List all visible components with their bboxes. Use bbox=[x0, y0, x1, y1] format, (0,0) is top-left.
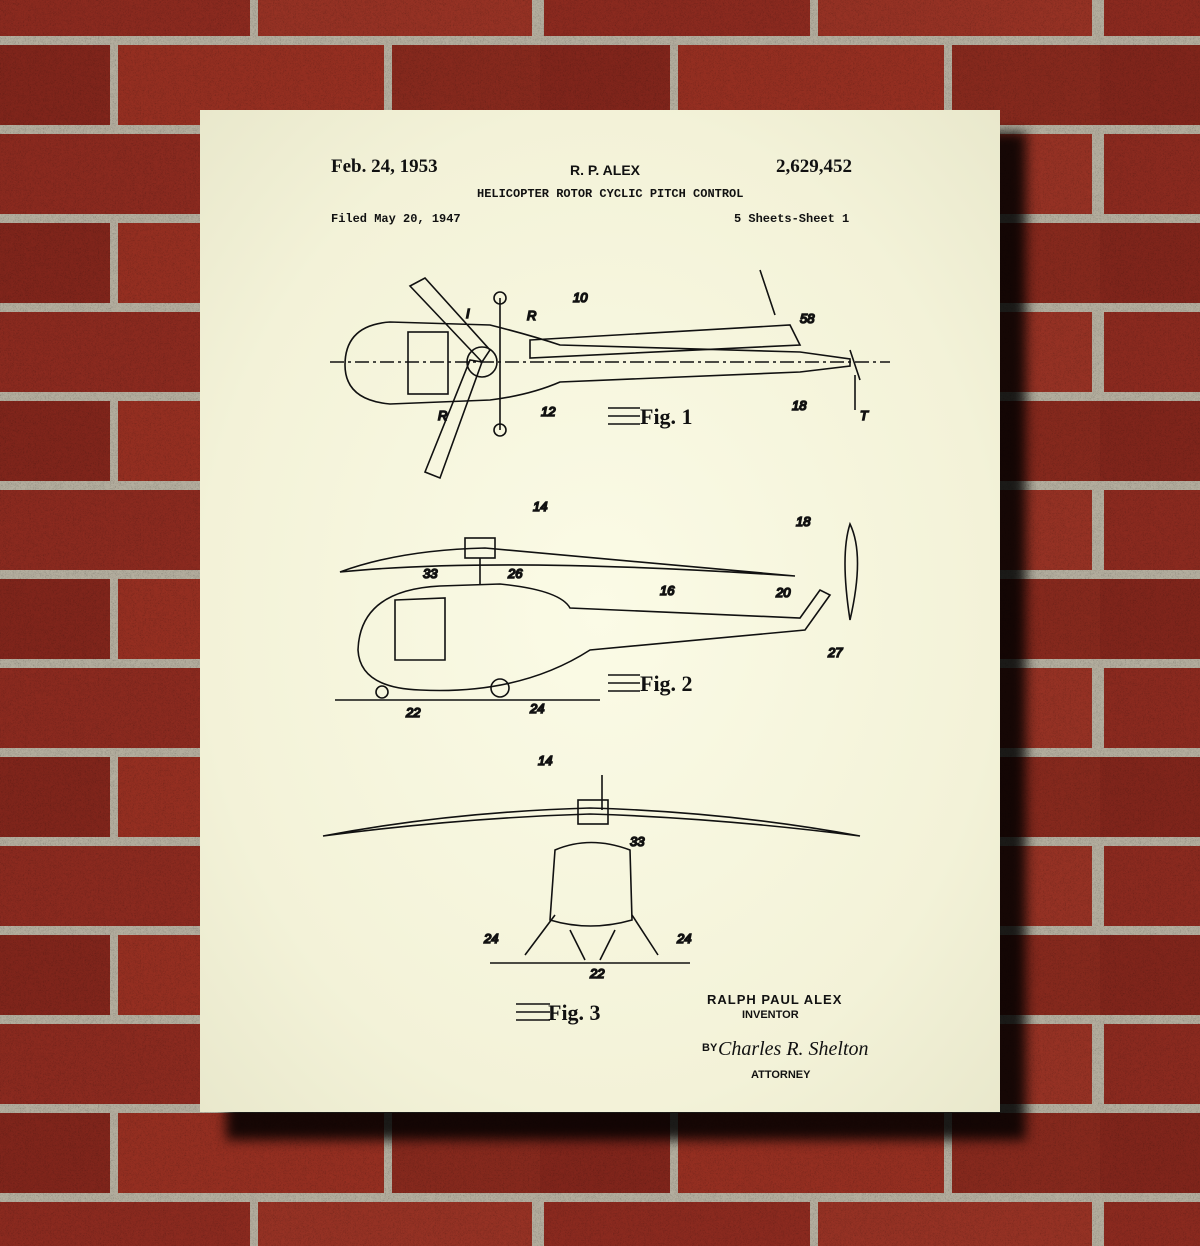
fig1-ref-r1: R bbox=[527, 308, 536, 323]
fig1-ref-18: 18 bbox=[792, 398, 807, 413]
fig1-label: Fig. 1 bbox=[640, 404, 693, 429]
fig2-ref-27: 27 bbox=[827, 645, 843, 660]
patent-poster: Feb. 24, 1953 R. P. ALEX 2,629,452 HELIC… bbox=[200, 110, 1000, 1112]
by-label: BY bbox=[702, 1042, 718, 1054]
attorney-role: ATTORNEY bbox=[751, 1069, 811, 1081]
fig3-ref-33: 33 bbox=[630, 834, 645, 849]
inventor-name: RALPH PAUL ALEX bbox=[707, 992, 843, 1007]
fig2-ref-22: 22 bbox=[405, 705, 421, 720]
inventor-role: INVENTOR bbox=[742, 1009, 799, 1021]
fig3-ref-14: 14 bbox=[538, 753, 552, 768]
fig2-label: Fig. 2 bbox=[640, 671, 693, 696]
fig2-ref-24: 24 bbox=[529, 701, 544, 716]
fig2-ref-33: 33 bbox=[423, 566, 438, 581]
fig1-ref-58: 58 bbox=[800, 311, 815, 326]
fig1-ref-10: 10 bbox=[573, 290, 588, 305]
filed-date: Filed May 20, 1947 bbox=[331, 212, 461, 226]
patent-title: HELICOPTER ROTOR CYCLIC PITCH CONTROL bbox=[477, 187, 744, 201]
fig1-ref-i: I bbox=[466, 306, 470, 321]
fig1-ref-t: T bbox=[860, 408, 869, 423]
fig1-ref-12: 12 bbox=[541, 404, 556, 419]
fig3-ref-24-right: 24 bbox=[676, 931, 691, 946]
fig1-ref-r2: R bbox=[438, 408, 447, 423]
patent-drawing: 10 12 58 18 I R R T Fig. 1 14 33 26 16 1… bbox=[322, 269, 890, 1025]
fig2-ref-16: 16 bbox=[660, 583, 675, 598]
inventor-short: R. P. ALEX bbox=[570, 162, 641, 178]
figure-2-side-view: 14 33 26 16 18 20 27 22 24 Fig. 2 bbox=[335, 498, 859, 721]
fig3-label: Fig. 3 bbox=[548, 1000, 601, 1025]
fig2-ref-26: 26 bbox=[507, 566, 523, 581]
fig2-ref-14: 14 bbox=[533, 499, 547, 514]
fig2-ref-18: 18 bbox=[796, 514, 811, 529]
attorney-signature: Charles R. Shelton bbox=[718, 1038, 869, 1060]
patent-number: 2,629,452 bbox=[776, 156, 852, 177]
figure-1-top-view: 10 12 58 18 I R R T Fig. 1 bbox=[330, 269, 890, 480]
sheet-count: 5 Sheets-Sheet 1 bbox=[734, 212, 850, 226]
figure-3-front-view: 14 33 24 24 22 Fig. 3 bbox=[322, 752, 861, 1025]
fig3-ref-24-left: 24 bbox=[483, 931, 498, 946]
fig3-ref-22: 22 bbox=[589, 966, 605, 981]
fig2-ref-20: 20 bbox=[775, 585, 791, 600]
patent-date: Feb. 24, 1953 bbox=[331, 156, 438, 177]
